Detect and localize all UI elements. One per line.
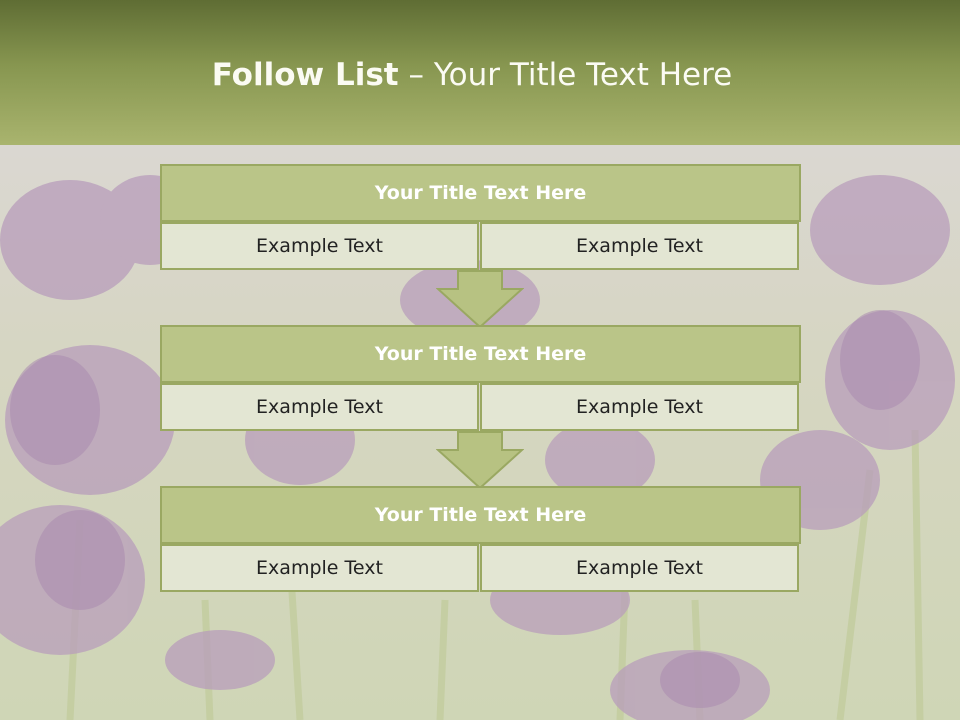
list-block-3: Your Title Text Here Example Text Exampl… — [160, 486, 801, 592]
block-title: Your Title Text Here — [160, 486, 801, 544]
list-block-1: Your Title Text Here Example Text Exampl… — [160, 164, 801, 270]
block-left-text: Example Text — [160, 222, 479, 270]
block-title: Your Title Text Here — [160, 164, 801, 222]
block-left-text: Example Text — [160, 544, 479, 592]
slide-title-bold: Follow List — [211, 57, 399, 93]
block-right-text: Example Text — [480, 383, 799, 431]
block-title: Your Title Text Here — [160, 325, 801, 383]
block-left-text: Example Text — [160, 383, 479, 431]
slide-title-rest: – Your Title Text Here — [398, 57, 733, 93]
block-right-text: Example Text — [480, 222, 799, 270]
slide-title: Follow List – Your Title Text Here — [0, 0, 944, 150]
header-band — [0, 0, 960, 145]
down-arrow-icon — [436, 270, 524, 328]
list-block-2: Your Title Text Here Example Text Exampl… — [160, 325, 801, 431]
block-right-text: Example Text — [480, 544, 799, 592]
down-arrow-icon — [436, 431, 524, 489]
